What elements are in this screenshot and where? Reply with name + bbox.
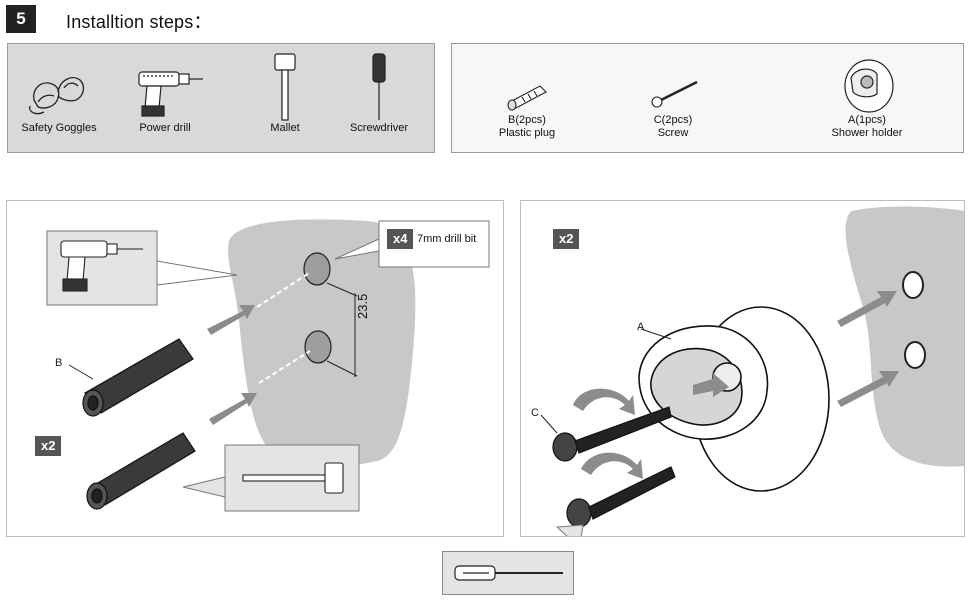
part-code: B(2pcs)	[508, 114, 546, 126]
plastic-plug-icon	[507, 85, 547, 111]
turn-arrow-upper	[573, 388, 635, 415]
page-title: Installtion steps：	[66, 12, 212, 32]
tool-screwdriver: Screwdriver	[334, 50, 424, 135]
insert-arrow-lower	[209, 393, 257, 425]
holder-part-letter: A	[637, 321, 645, 333]
wall-plug-upper	[902, 271, 924, 299]
screw-lower	[566, 466, 676, 528]
drill-count-badge: x4	[387, 229, 414, 249]
shower-holder-drawing	[638, 306, 830, 492]
tool-label: Mallet	[270, 122, 300, 134]
tools-box: Safety Goggles Power drill Mallet	[7, 43, 435, 153]
shower-holder-icon	[844, 59, 894, 113]
part-code: C(2pcs)	[653, 114, 693, 126]
screwdriver-callout	[442, 551, 574, 595]
tool-power-drill: Power drill	[120, 62, 210, 135]
parts-box: B(2pcs) Plastic plug C(2pcs) Screw A(1pc…	[451, 43, 964, 153]
part-shower-holder: A(1pcs) Shower holder	[822, 58, 912, 140]
power-drill-icon	[138, 71, 203, 117]
mount-arrow-upper	[837, 291, 897, 327]
part-name: Plastic plug	[498, 127, 556, 139]
mallet-icon	[274, 53, 296, 121]
tool-label: Safety Goggles	[21, 122, 97, 134]
hole-spacing-dimension: 23.5	[355, 293, 370, 319]
plug-count-badge: x2	[35, 436, 62, 456]
wall-plug-lower	[904, 341, 926, 369]
part-name: Shower holder	[831, 127, 903, 139]
screw-icon	[651, 80, 698, 108]
mounting-step-panel: x2 A C	[520, 200, 965, 537]
safety-goggles-icon	[29, 77, 85, 115]
tool-safety-goggles: Safety Goggles	[14, 62, 104, 135]
drilling-illustration	[46, 219, 490, 512]
screwdriver-icon	[372, 53, 386, 120]
plastic-plug-upper	[82, 338, 194, 417]
screw-upper	[552, 406, 672, 462]
turn-arrow-lower	[581, 452, 643, 479]
plug-part-letter: B	[55, 357, 63, 369]
tool-label: Power drill	[139, 122, 191, 134]
tool-mallet: Mallet	[240, 50, 330, 135]
part-screw: C(2pcs) Screw	[628, 74, 718, 140]
screw-part-letter: C	[531, 407, 539, 419]
part-plastic-plug: B(2pcs) Plastic plug	[482, 74, 572, 140]
insert-arrow-upper	[207, 305, 255, 335]
mounting-illustration	[540, 206, 964, 536]
plastic-plug-lower	[86, 432, 196, 510]
drill-bit-label: 7mm drill bit	[417, 233, 477, 245]
drill-hole-upper	[303, 252, 331, 286]
step-number-badge: 5	[6, 5, 36, 33]
part-code: A(1pcs)	[848, 114, 886, 126]
wall-shape	[845, 206, 964, 467]
part-name: Screw	[657, 127, 689, 139]
screwdriver-icon	[454, 565, 563, 581]
mount-arrow-lower	[837, 371, 899, 407]
tool-label: Screwdriver	[349, 122, 409, 134]
drilling-step-panel: x4 7mm drill bit 23.5 B x2	[6, 200, 504, 537]
screw-count-badge: x2	[553, 229, 580, 249]
drill-hole-lower	[304, 330, 332, 364]
